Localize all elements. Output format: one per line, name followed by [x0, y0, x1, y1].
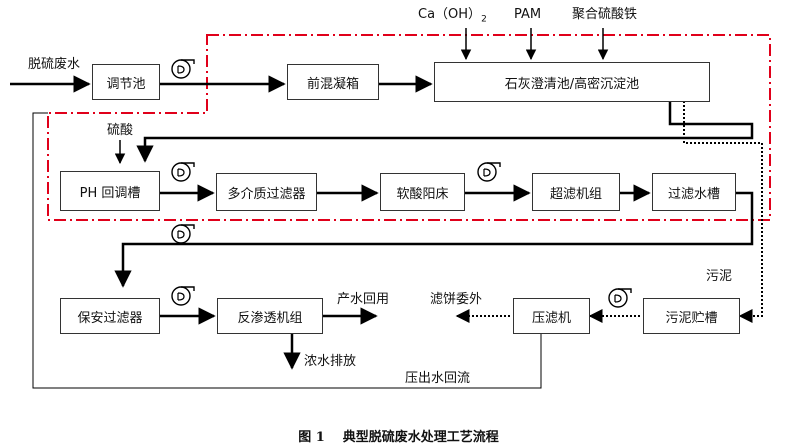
unit-baoan: 保安过滤器	[60, 298, 160, 334]
pump-icon	[171, 59, 195, 79]
unit-qianhunning: 前混凝箱	[287, 64, 379, 100]
unit-tiaojiechi: 调节池	[92, 64, 160, 100]
pump-icon	[171, 224, 195, 244]
label-acid: 硫酸	[107, 123, 134, 138]
label-sludge: 污泥	[706, 269, 733, 284]
unit-yalvji: 压滤机	[513, 298, 590, 334]
figure-caption: 图 1 典型脱硫废水处理工艺流程	[0, 426, 797, 445]
label-filter-cake: 滤饼委外	[430, 292, 483, 307]
figure-title: 典型脱硫废水处理工艺流程	[342, 430, 499, 445]
unit-duojiezhi: 多介质过滤器	[216, 173, 317, 211]
label-ca-oh2: Ca（OH）2	[418, 7, 487, 25]
figure-number: 图 1	[298, 430, 325, 445]
unit-wunizhu: 污泥贮槽	[643, 298, 740, 334]
unit-fanshentou: 反渗透机组	[217, 298, 323, 334]
label-pfs: 聚合硫酸铁	[572, 7, 638, 22]
unit-ph: PH 回调槽	[60, 171, 160, 211]
unit-guolvshui: 过滤水槽	[652, 173, 736, 211]
unit-ruansuan: 软酸阳床	[380, 173, 465, 211]
treatment-boundary	[47, 34, 771, 221]
label-press-return: 压出水回流	[405, 371, 471, 386]
label-concentrate: 浓水排放	[304, 354, 357, 369]
pump-icon	[171, 162, 195, 182]
label-pam: PAM	[514, 7, 542, 22]
pump-icon	[171, 286, 195, 306]
pump-icon	[608, 288, 632, 308]
pump-icon	[477, 162, 501, 182]
label-product-water: 产水回用	[337, 292, 390, 307]
label-inlet: 脱硫废水	[28, 57, 81, 72]
unit-shihui: 石灰澄清池/高密沉淀池	[434, 62, 710, 102]
unit-chaolv: 超滤机组	[532, 173, 620, 211]
